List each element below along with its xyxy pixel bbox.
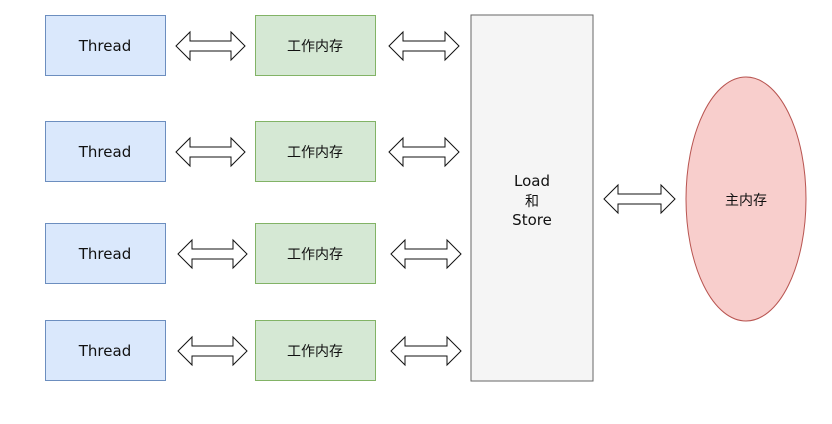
load-store-to-main-memory-arrow [603, 183, 676, 215]
working-memory-label: 工作内存 [287, 39, 343, 55]
working-memory-to-load-store-arrow [390, 238, 462, 270]
working-memory-to-load-store-arrow [388, 136, 460, 168]
thread-to-working-memory-arrow [177, 335, 248, 367]
thread-label: Thread [78, 143, 131, 161]
thread-to-working-memory-arrow [175, 136, 246, 168]
load-store-label-line3: Store [512, 211, 552, 229]
thread-to-working-memory-arrow [175, 30, 246, 62]
main-memory-label: 主内存 [725, 193, 767, 209]
working-memory-box [255, 320, 376, 381]
thread-label: Thread [78, 37, 131, 55]
thread-label: Thread [78, 342, 131, 360]
arrows-group [175, 30, 676, 367]
working-memory-to-load-store-arrow [388, 30, 460, 62]
working-memory-label: 工作内存 [287, 145, 343, 161]
working-memory-to-load-store-arrow [390, 335, 462, 367]
load-store-box [470, 14, 594, 382]
working-memory-box [255, 15, 376, 76]
working-memory-label: 工作内存 [287, 247, 343, 263]
thread-box [45, 121, 166, 182]
thread-box [45, 15, 166, 76]
thread-box [45, 223, 166, 284]
thread-to-working-memory-arrow [177, 238, 248, 270]
working-memory-box [255, 121, 376, 182]
main-memory-ellipse [685, 76, 807, 322]
thread-label: Thread [78, 245, 131, 263]
load-store-label-line2: 和 [525, 194, 539, 210]
load-store-label-line1: Load [514, 172, 550, 190]
thread-box [45, 320, 166, 381]
working-memory-label: 工作内存 [287, 344, 343, 360]
working-memory-box [255, 223, 376, 284]
